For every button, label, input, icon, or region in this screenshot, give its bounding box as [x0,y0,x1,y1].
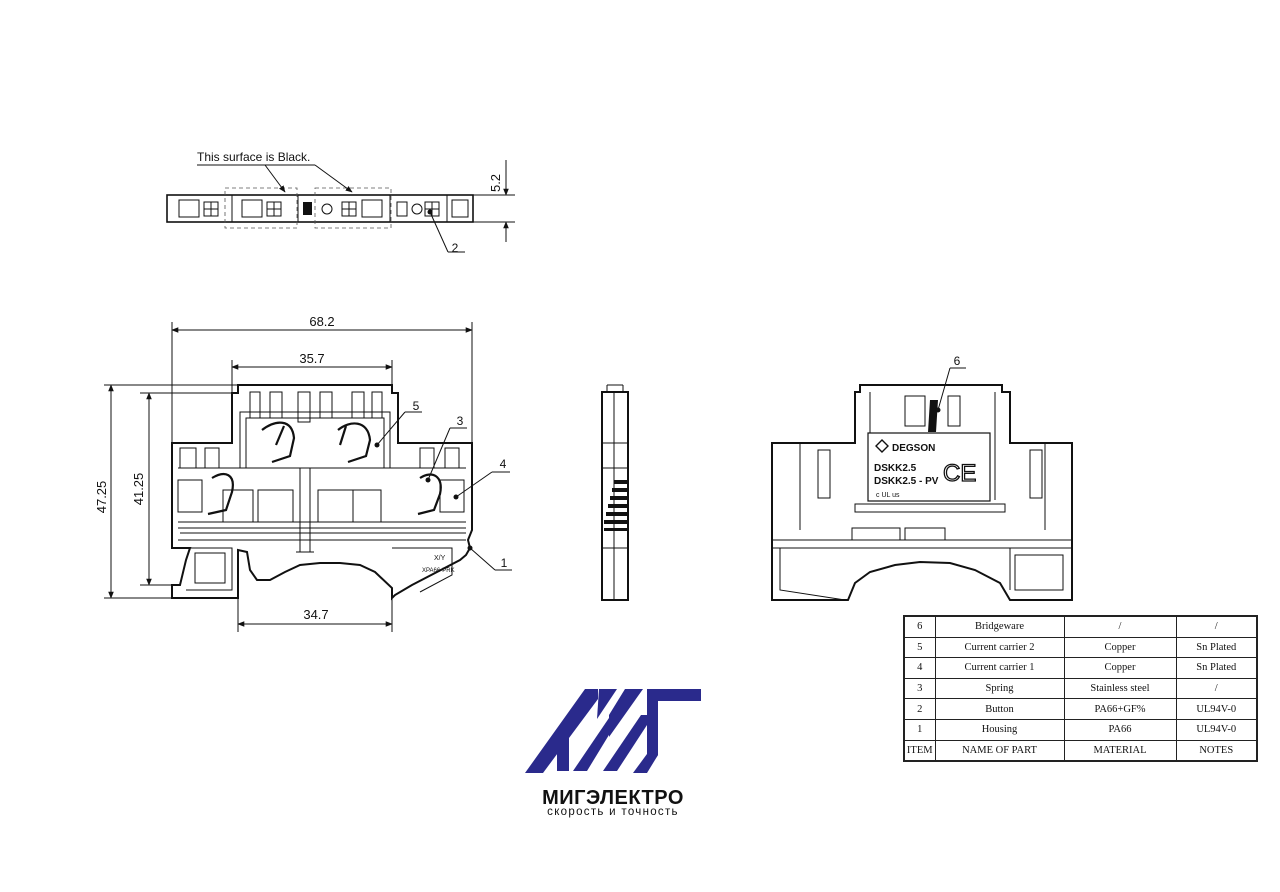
dim-height-5-2: 5.2 [473,160,515,242]
table-header-row: ITEM NAME OF PART MATERIAL NOTES [903,739,1258,762]
part-material: Copper [1063,636,1177,659]
dim-height-outer-label: 47.25 [94,481,109,514]
spring-clamps [207,421,442,516]
callout-5: 5 [374,399,422,448]
part-name: Current carrier 1 [934,657,1065,679]
item-number: 2 [903,698,936,720]
item-number: 1 [903,718,936,741]
part-notes: Sn Plated [1175,657,1258,679]
part-name: Button [934,698,1065,720]
callout-2-label: 2 [452,241,459,255]
svg-text:XPA66-PRK: XPA66-PRK [422,568,455,574]
part-notes: Sn Plated [1175,636,1258,659]
front-view: X/Y XPA66-PRK 68.2 35.7 34.7 47. [94,314,512,632]
callout-6: 6 [935,354,966,413]
side-housing-outline [771,384,1073,601]
top-view: This surface is Black. 5.2 2 [166,150,515,255]
part-notes: UL94V-0 [1175,718,1258,741]
dim-top-width-label: 35.7 [299,351,324,366]
dim-total-width: 68.2 [171,314,473,443]
logo-slogan: скорость и точность [547,806,679,818]
part-material: / [1063,615,1177,638]
dim-total-width-label: 68.2 [309,314,334,329]
table-row: 6 Bridgeware / / [903,615,1258,638]
label-model-2: DSKK2.5 - PV [874,476,939,487]
label-brand: DEGSON [892,443,935,454]
logo-name: МИГЭЛЕКТРО [542,787,684,809]
part-material: PA66 [1063,718,1177,741]
edge-view [601,384,629,601]
dim-height-label: 5.2 [488,174,503,192]
part-name: Current carrier 2 [934,636,1065,659]
note-leader [197,164,353,193]
part-notes: / [1175,677,1258,700]
label-ul-mark: c UL us [876,492,900,499]
housing-outline [171,384,473,601]
item-number: 5 [903,636,936,659]
part-material: Copper [1063,657,1177,679]
dim-top-width: 35.7 [231,351,393,393]
callout-4-label: 4 [500,457,507,471]
label-model-1: DSKK2.5 [874,463,917,474]
dim-height-inner-label: 41.25 [131,473,146,506]
dim-bottom-width-label: 34.7 [303,607,328,622]
table-row: 2 Button PA66+GF% UL94V-0 [903,698,1258,720]
part-name: Spring [934,677,1065,700]
callout-2: 2 [427,209,465,255]
callout-1-label: 1 [501,556,508,570]
header-material: MATERIAL [1063,739,1177,762]
table-row: 5 Current carrier 2 Copper Sn Plated [903,636,1258,659]
part-notes: / [1175,615,1258,638]
table-row: 4 Current carrier 1 Copper Sn Plated [903,657,1258,679]
table-row: 1 Housing PA66 UL94V-0 [903,718,1258,741]
bill-of-materials-table: 6 Bridgeware / / 5 Current carrier 2 Cop… [903,615,1258,763]
callout-6-label: 6 [954,354,961,368]
part-material: PA66+GF% [1063,698,1177,720]
item-number: 3 [903,677,936,700]
top-view-openings [178,199,469,218]
header-name: NAME OF PART [934,739,1065,762]
part-material: Stainless steel [1063,677,1177,700]
header-item: ITEM [903,739,936,762]
svg-text:X/Y: X/Y [434,555,446,562]
black-surface-region-1 [224,187,298,229]
callout-5-label: 5 [413,399,420,413]
item-number: 4 [903,657,936,679]
table-row: 3 Spring Stainless steel / [903,677,1258,700]
callout-4: 4 [453,457,510,500]
company-logo-icon [525,689,701,773]
part-name: Bridgeware [934,615,1065,638]
surface-note: This surface is Black. [197,150,310,164]
part-name: Housing [934,718,1065,741]
header-notes: NOTES [1175,739,1258,762]
dim-bottom-width: 34.7 [237,598,393,632]
callout-1: 1 [467,545,512,571]
callout-3-label: 3 [457,414,464,428]
dim-height-outer: 47.25 [94,384,238,599]
dim-height-inner: 41.25 [131,392,232,586]
top-view-segment-dividers [231,195,448,222]
black-surface-region-2 [314,187,392,229]
callout-3: 3 [425,414,467,483]
part-notes: UL94V-0 [1175,698,1258,720]
item-number: 6 [903,615,936,638]
label-ce-mark: CE [943,460,976,487]
side-view: DEGSON DSKK2.5 DSKK2.5 - PV CE c UL us 6 [771,354,1073,601]
product-label: DEGSON DSKK2.5 DSKK2.5 - PV CE c UL us [867,432,991,502]
